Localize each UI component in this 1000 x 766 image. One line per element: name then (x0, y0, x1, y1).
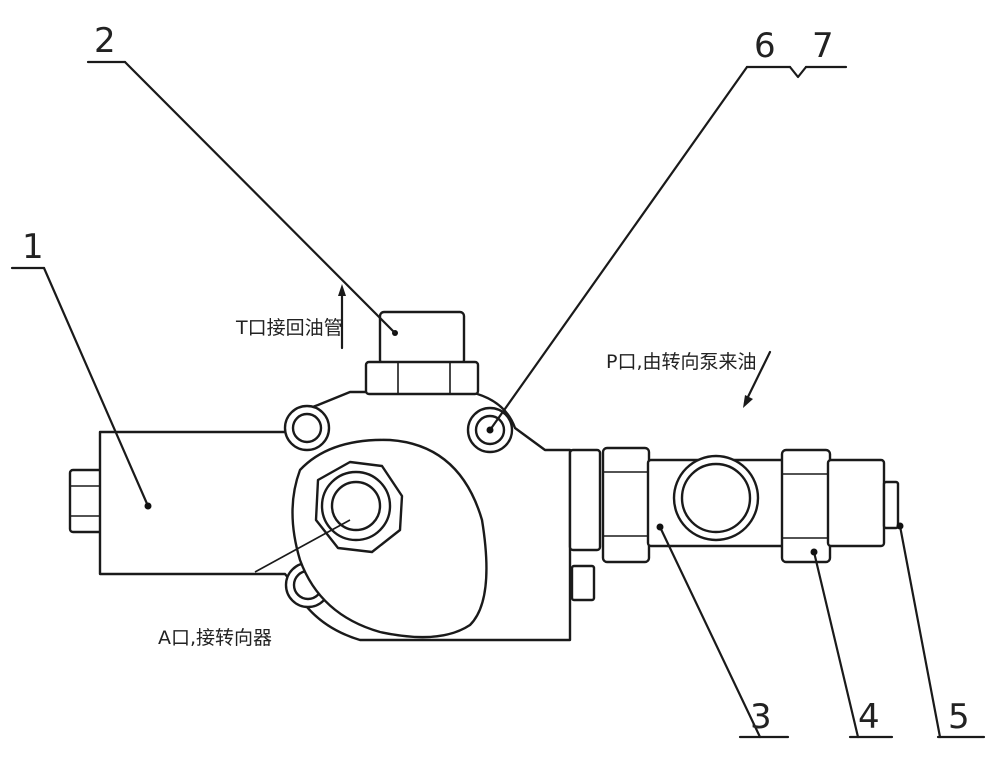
callout-3: 3 (750, 697, 772, 737)
p-port-label: P口,由转向泵来油 (606, 351, 757, 373)
callout-5: 5 (948, 697, 970, 737)
top-fitting (364, 310, 480, 396)
callout-1: 1 (22, 227, 44, 267)
t-port-label: T口接回油管 (235, 317, 343, 339)
a-port-label: A口,接转向器 (158, 627, 272, 649)
callout-2: 2 (94, 21, 116, 61)
right-assembly (568, 446, 900, 602)
valve-body (68, 390, 572, 642)
callout-6: 6 (754, 26, 776, 66)
callout-4: 4 (858, 697, 880, 737)
callout-7: 7 (812, 26, 834, 66)
leaders (10, 60, 986, 739)
flow-arrows (338, 284, 772, 408)
